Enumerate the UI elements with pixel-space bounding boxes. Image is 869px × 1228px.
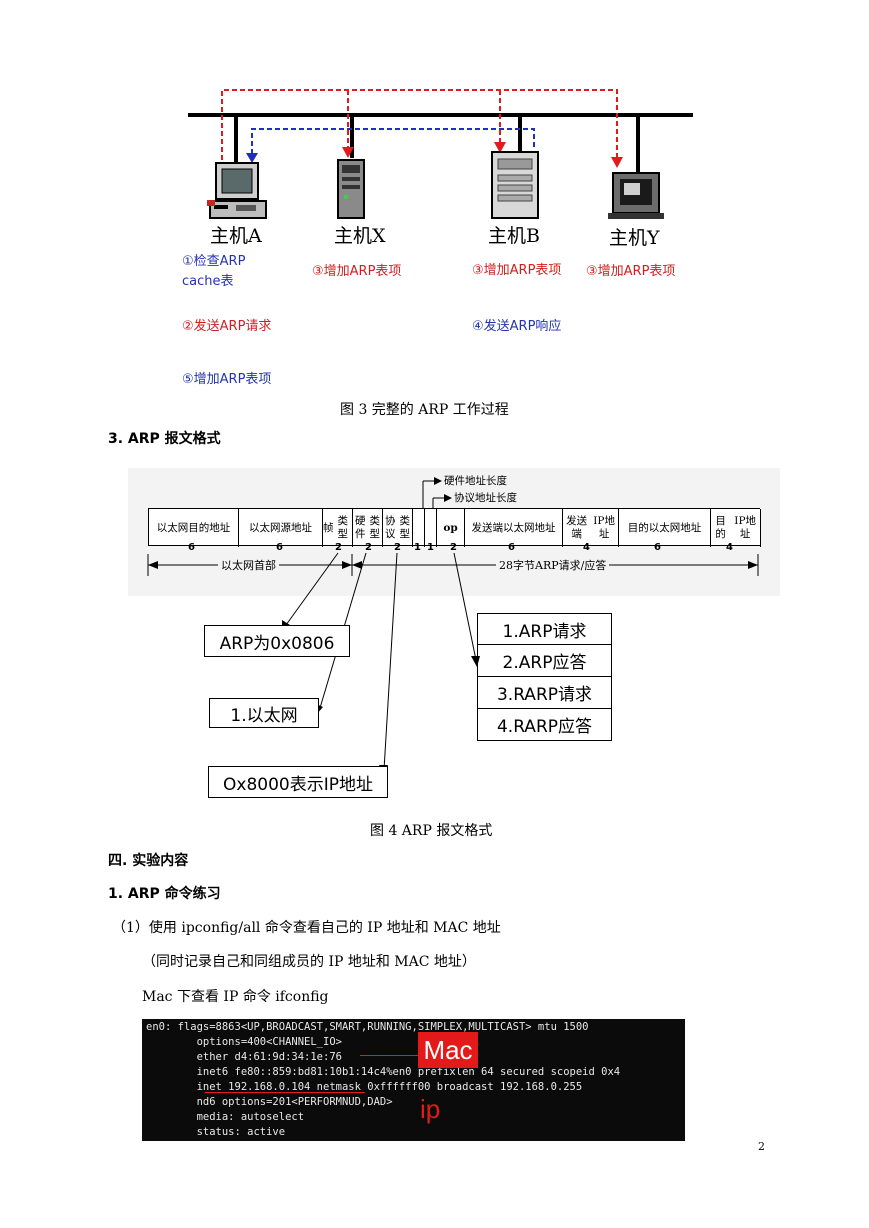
paragraph-ifconfig: Mac 下查看 IP 命令 ifconfig [142,989,329,1005]
host-y-computer-icon [608,172,664,219]
op-value-4: 4.RARP应答 [477,709,612,741]
field-hw-len [413,509,425,547]
figure-3-caption: 图 3 完整的 ARP 工作过程 [340,402,509,418]
ip-tag: ip [420,1094,441,1124]
span-ethernet-header: 以太网首部 [218,557,279,573]
step-x3: ③增加ARP表项 [312,264,402,279]
subsection-1-heading: 1. ARP 命令练习 [108,886,221,902]
field-eth-dst: 以太网目的地址 [149,509,239,547]
annotation-frame-type: ARP为0x0806 [204,625,350,657]
terminal-line-1: en0: flags=8863<UP,BROADCAST,SMART,RUNNI… [146,1021,589,1033]
size-hw-type: 2 [365,542,372,553]
field-target-mac: 目的以太网地址 [619,509,711,547]
terminal-line-4: inet6 fe80::859:bd81:10b1:14c4%en0 prefi… [146,1066,621,1078]
size-op: 2 [450,542,457,553]
field-frame-type: 帧类型 [323,509,353,547]
terminal-screenshot: en0: flags=8863<UP,BROADCAST,SMART,RUNNI… [142,1019,685,1141]
field-proto-type: 协议类型 [383,509,413,547]
paragraph-record: （同时记录自己和同组成员的 IP 地址和 MAC 地址） [142,954,476,970]
step-a1-line2: cache表 [182,274,234,289]
terminal-line-7: media: autoselect [146,1111,305,1123]
host-a-computer-icon [207,162,267,219]
field-hw-type: 硬件类型 [353,509,383,547]
terminal-line-8: status: active [146,1126,286,1138]
host-label-a: 主机A [210,225,262,247]
section-4-heading: 四. 实验内容 [108,853,189,869]
step-b3: ③增加ARP表项 [472,263,562,278]
field-sender-mac: 发送端以太网地址 [465,509,563,547]
field-eth-src: 以太网源地址 [239,509,323,547]
annotation-hw-type: 1.以太网 [209,698,319,728]
annotation-proto-type: Ox8000表示IP地址 [208,766,388,798]
step-b4: ④发送ARP响应 [472,319,562,334]
size-eth-dst: 6 [188,542,195,553]
proto-length-label: 协议地址长度 [454,492,517,504]
section-3-heading: 3. ARP 报文格式 [108,431,221,447]
op-value-1: 1.ARP请求 [477,613,612,645]
size-sender-ip: 4 [583,542,590,553]
paragraph-ipconfig: （1）使用 ipconfig/all 命令查看自己的 IP 地址和 MAC 地址 [112,920,501,936]
size-proto-type: 2 [394,542,401,553]
op-value-2: 2.ARP应答 [477,645,612,677]
step-a2: ②发送ARP请求 [182,319,272,334]
op-values-table: 1.ARP请求 2.ARP应答 3.RARP请求 4.RARP应答 [477,613,612,741]
host-x-server-icon [337,159,365,219]
step-y3: ③增加ARP表项 [586,264,676,279]
size-frame-type: 2 [335,542,342,553]
arp-frame-fields: 以太网目的地址 以太网源地址 帧类型 硬件类型 协议类型 op 发送端以太网地址… [148,508,761,547]
size-target-ip: 4 [726,542,733,553]
size-eth-src: 6 [276,542,283,553]
host-label-y: 主机Y [609,227,660,249]
terminal-line-6: nd6 options=201<PERFORMNUD,DAD> [146,1096,393,1108]
arp-network-diagram [188,89,693,219]
size-proto-len: 1 [427,542,434,553]
host-b-server-icon [491,151,539,219]
host-label-b: 主机B [488,225,540,247]
mac-underline [360,1055,418,1056]
size-target-mac: 6 [654,542,661,553]
terminal-line-5: inet 192.168.0.104 netmask 0xffffff00 br… [146,1081,583,1093]
page-number: 2 [758,1140,765,1153]
span-arp-payload: 28字节ARP请求/应答 [496,557,610,573]
hw-length-label: 硬件地址长度 [444,475,507,487]
host-label-x: 主机X [334,225,386,247]
figure-4: 硬件地址长度 协议地址长度 以太网目的地址 以太网源地址 帧类型 硬件类型 协议… [128,468,780,596]
size-hw-len: 1 [414,542,421,553]
arp-request-path [221,89,618,160]
op-value-3: 3.RARP请求 [477,677,612,709]
terminal-line-2: options=400<CHANNEL_IO> [146,1036,342,1048]
network-bus [188,113,693,117]
step-a1-line1: ①检查ARP [182,254,246,269]
arp-reply-path [251,128,535,155]
field-proto-len [425,509,437,547]
step-a5: ⑤增加ARP表项 [182,372,272,387]
mac-tag: Mac [418,1032,478,1068]
size-sender-mac: 6 [508,542,515,553]
terminal-line-3: ether d4:61:9d:34:1e:76 [146,1051,342,1063]
ip-underline [205,1092,365,1093]
figure-4-caption: 图 4 ARP 报文格式 [370,823,493,839]
figure-3: 主机A 主机X 主机B 主机Y ①检查ARP cache表 ②发送ARP请求 ⑤… [180,85,695,390]
field-op: op [437,509,465,547]
